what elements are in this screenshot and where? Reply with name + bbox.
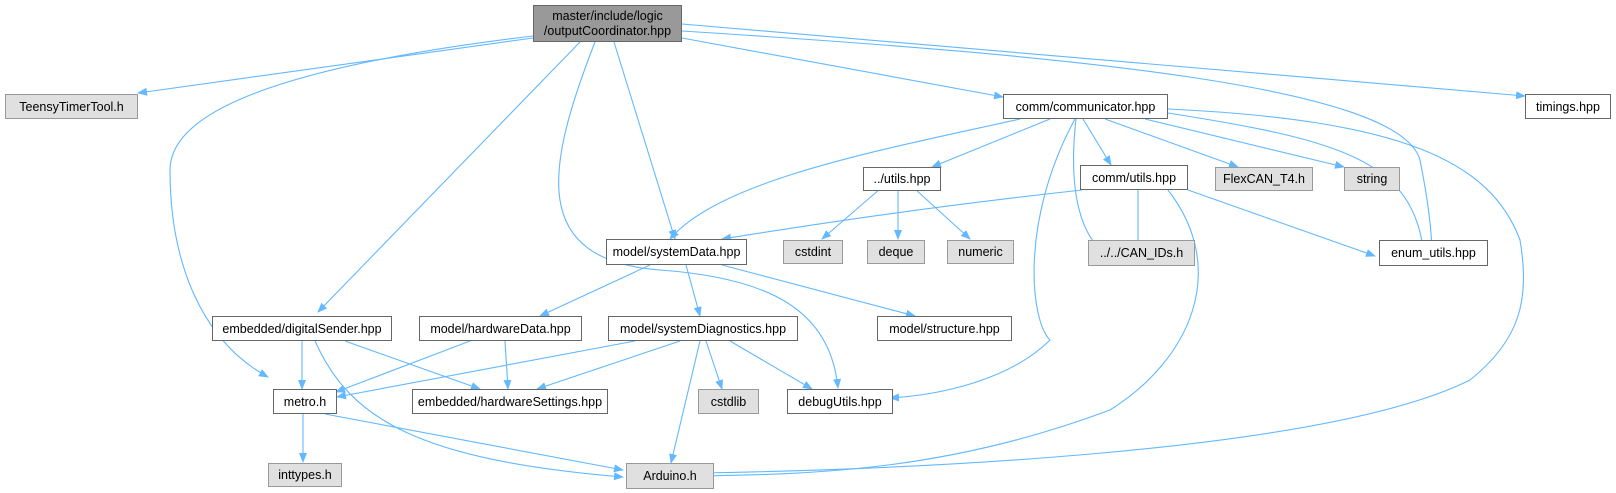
node-cstdint[interactable]: cstdint [783, 240, 843, 264]
edge-root-digitalsender [317, 41, 581, 313]
node-digital-sender[interactable]: embedded/digitalSender.hpp [212, 316, 392, 341]
edge-commutils-systemdata [721, 189, 1083, 242]
node-debug-utils[interactable]: debugUtils.hpp [787, 389, 893, 414]
node-root-line2: /outputCoordinator.hpp [543, 23, 672, 38]
edge-comm-systemdata [669, 118, 1021, 240]
node-cstdlib[interactable]: cstdlib [698, 389, 759, 414]
edge-commutils-arduino [699, 189, 1199, 480]
node-enum-utils[interactable]: enum_utils.hpp [1379, 240, 1488, 266]
edge-sysdiag-debugutils [729, 340, 813, 390]
edge-utils-cstdint [821, 188, 881, 240]
node-teensy-timer-tool[interactable]: TeensyTimerTool.h [5, 94, 138, 119]
edge-sysdiag-metro [336, 340, 636, 400]
edge-systemdata-structure [721, 264, 916, 318]
node-deque[interactable]: deque [867, 240, 925, 264]
edge-comm-commutils [1082, 118, 1112, 166]
edge-comm-utils [931, 118, 1051, 168]
node-comm-utils[interactable]: comm/utils.hpp [1080, 165, 1188, 190]
edge-systemdata-sysdiag [685, 264, 702, 317]
edge-commutils-enumutils [1187, 189, 1376, 257]
node-output-coordinator[interactable]: master/include/logic /outputCoordinator.… [533, 5, 682, 42]
node-flexcan[interactable]: FlexCAN_T4.h [1215, 167, 1313, 191]
node-root-line1: master/include/logic [552, 8, 663, 23]
node-inttypes[interactable]: inttypes.h [268, 463, 342, 487]
node-string[interactable]: string [1344, 167, 1400, 191]
node-can-ids[interactable]: ../../CAN_IDs.h [1088, 240, 1195, 266]
edge-sysdiag-hwsettings [536, 340, 681, 390]
edge-utils-numeric [914, 188, 971, 240]
edge-hardwaredata-metro [335, 340, 471, 393]
edge-sysdiag-cstdlib [705, 340, 723, 390]
edge-systemdata-hardwaredata [539, 264, 651, 317]
node-hardware-data[interactable]: model/hardwareData.hpp [419, 316, 582, 341]
edge-comm-debugutils [889, 118, 1076, 402]
node-metro[interactable]: metro.h [273, 389, 337, 414]
edge-comm-string [1144, 118, 1345, 169]
node-arduino[interactable]: Arduino.h [626, 463, 714, 489]
edge-root-teensy [137, 37, 534, 96]
node-system-diagnostics[interactable]: model/systemDiagnostics.hpp [608, 316, 798, 341]
node-utils[interactable]: ../utils.hpp [863, 167, 941, 191]
edge-comm-arduino [699, 108, 1525, 477]
edge-root-metro [169, 35, 534, 378]
edge-sysdiag-arduino [669, 340, 701, 464]
node-system-data[interactable]: model/systemData.hpp [606, 239, 747, 265]
edge-root-systemdata [613, 41, 677, 240]
node-hardware-settings[interactable]: embedded/hardwareSettings.hpp [412, 389, 608, 414]
node-numeric[interactable]: numeric [947, 240, 1014, 264]
edge-digitalsender-arduino [314, 340, 624, 481]
edge-root-communicator [681, 37, 1004, 100]
edge-digitalsender-hwsettings [344, 340, 481, 390]
edge-root-timings [681, 23, 1526, 100]
edge-metro-arduino [324, 413, 624, 473]
node-communicator[interactable]: comm/communicator.hpp [1003, 94, 1168, 119]
edge-root-enumutils [681, 30, 1436, 257]
node-structure[interactable]: model/structure.hpp [877, 316, 1012, 341]
edge-comm-enumutils [1167, 112, 1428, 257]
edge-root-debugutils [558, 41, 842, 389]
edge-comm-flexcan [1104, 118, 1239, 168]
node-timings[interactable]: timings.hpp [1525, 94, 1611, 119]
